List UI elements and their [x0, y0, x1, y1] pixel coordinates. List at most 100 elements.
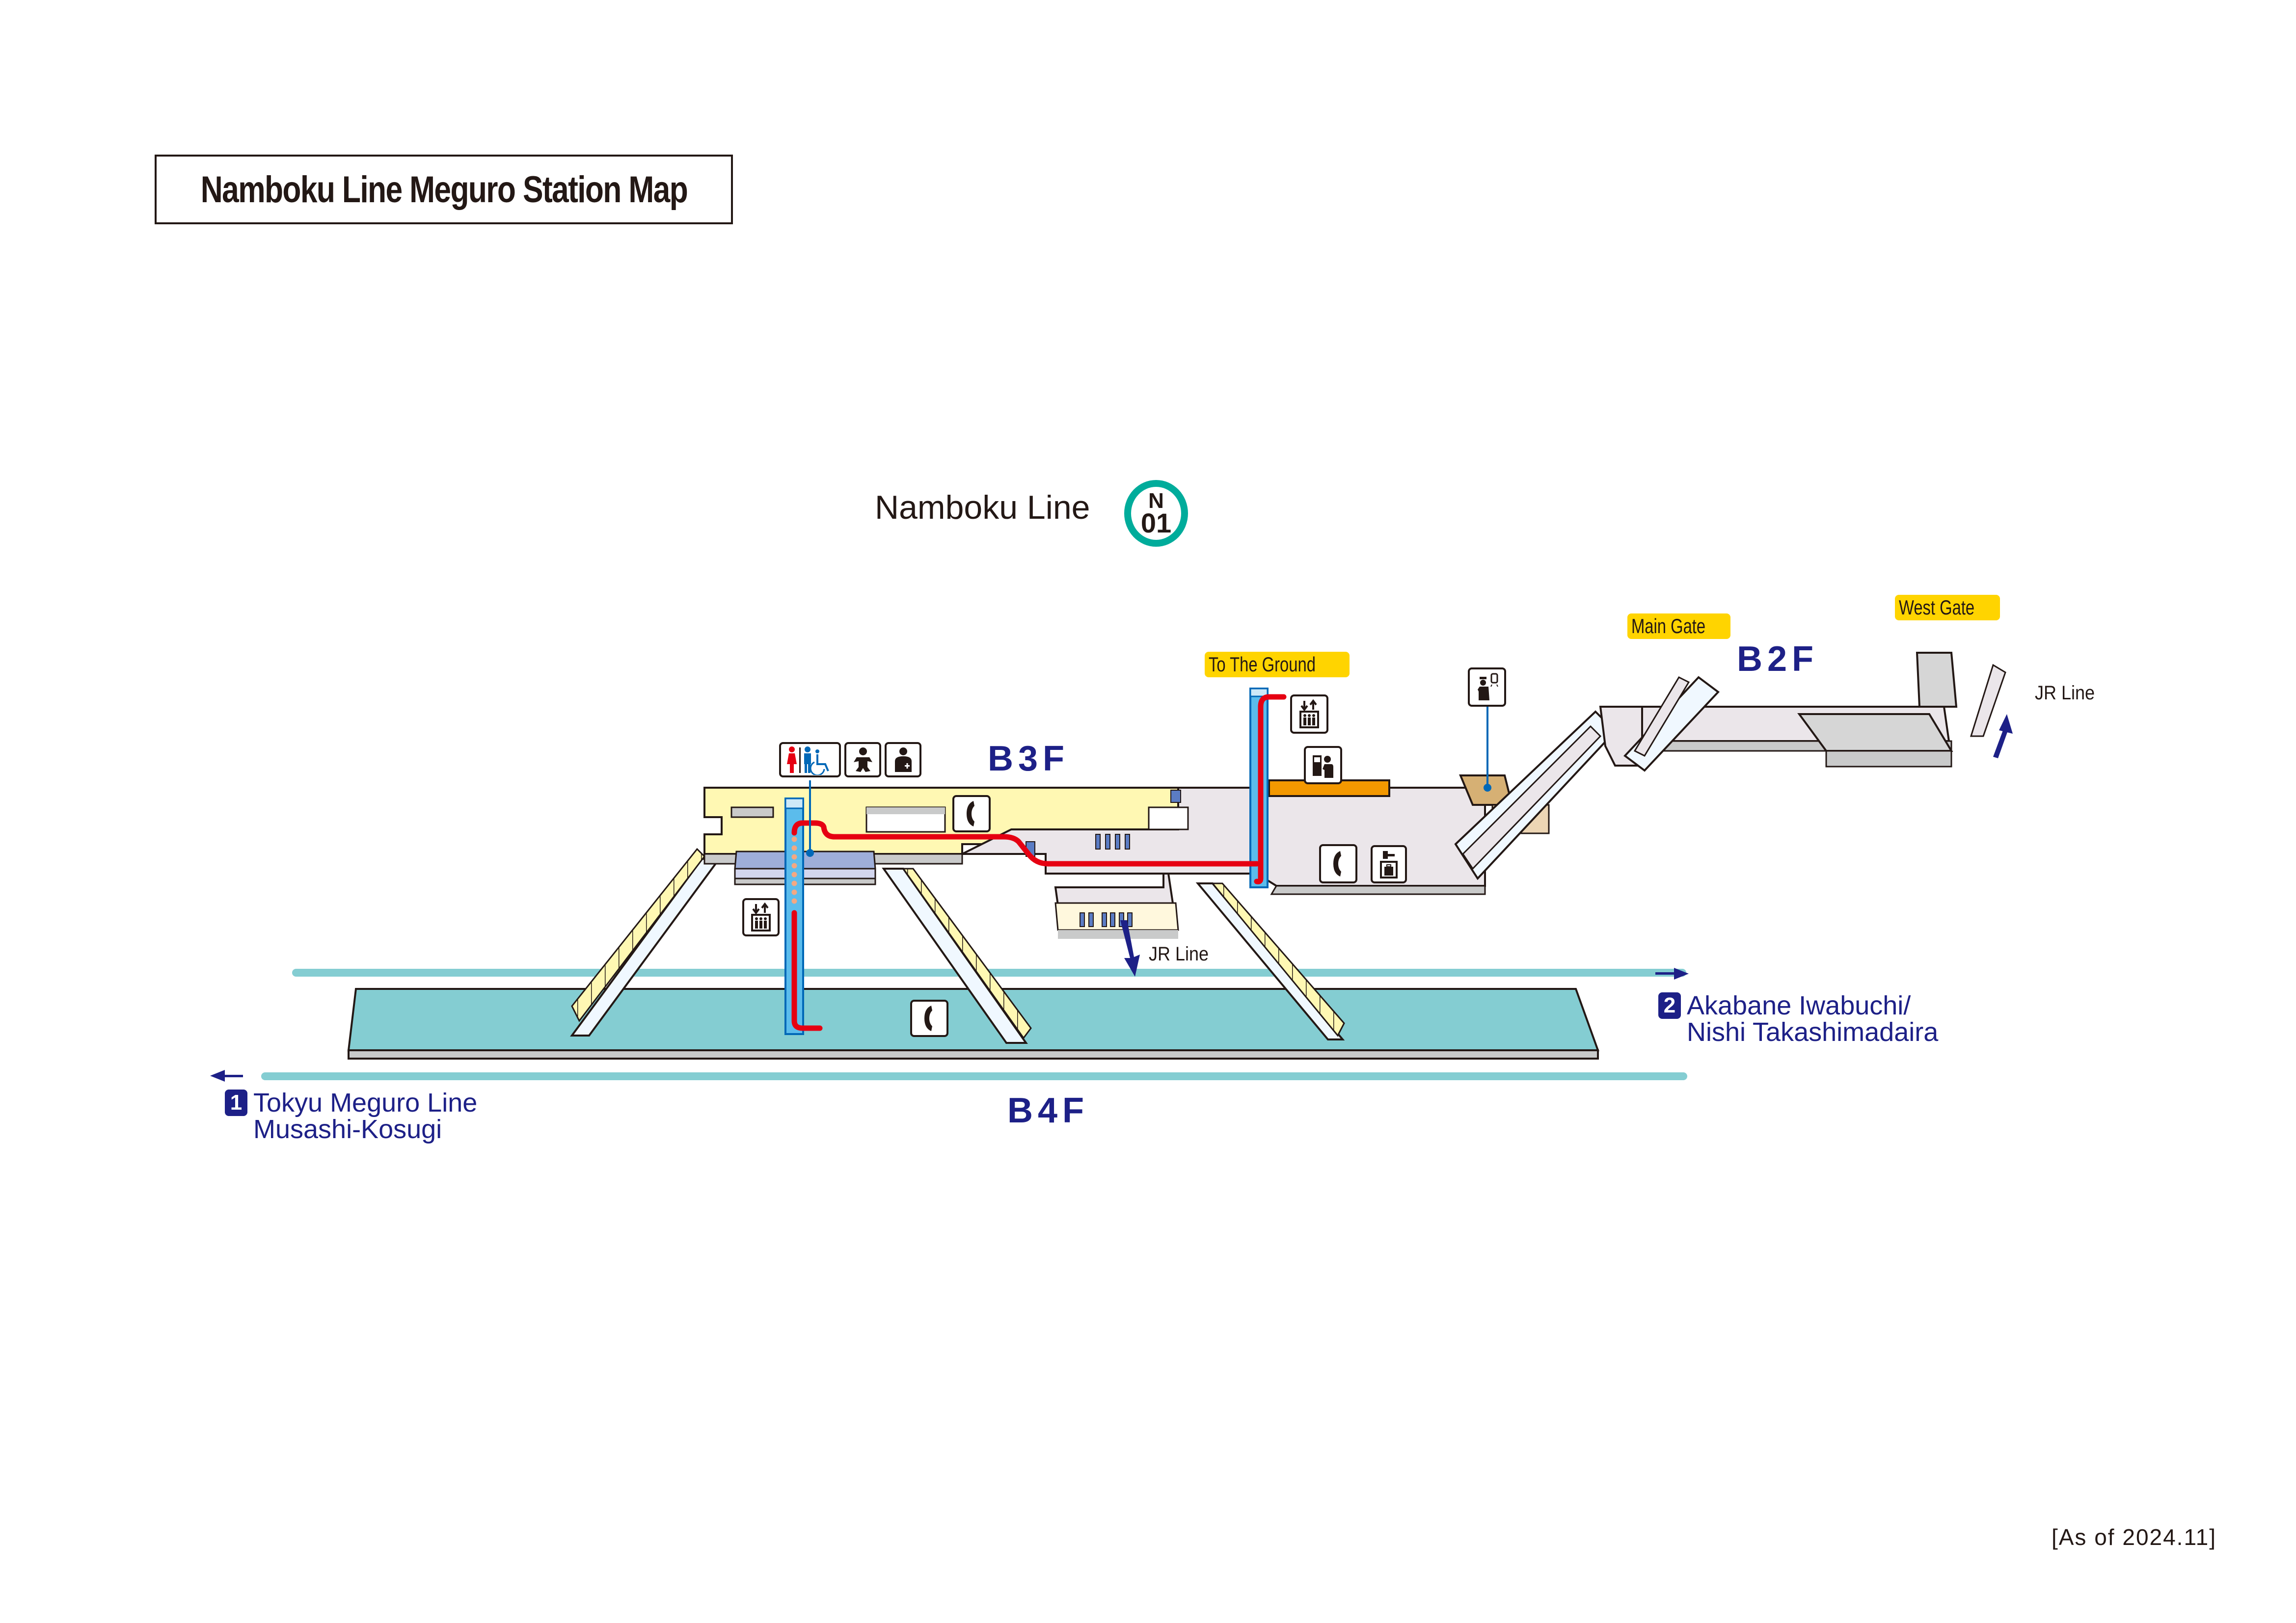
- telephone-icon-b4f: [910, 1000, 948, 1037]
- toilet-icon: [779, 742, 841, 777]
- toilet-leader-dot: [806, 849, 814, 857]
- icon-glyph: [1490, 673, 1498, 684]
- icon-glyph: [764, 917, 767, 920]
- icon-glyph: [751, 902, 771, 931]
- transfer-label-jr-b2f: JR Line: [2035, 682, 2095, 704]
- track-lower: [261, 1072, 1687, 1080]
- stair-jr-line: [1970, 664, 2006, 737]
- ticket-gates-b3f: [1026, 790, 1181, 927]
- icon-glyph: [1299, 699, 1319, 728]
- icon-glyph: [1308, 718, 1311, 725]
- ticket-machine-icon: [1304, 746, 1342, 784]
- icon-glyph: [1314, 757, 1320, 762]
- icon-glyph: [1380, 861, 1398, 878]
- opening-right: [1148, 806, 1189, 830]
- gate-label-to-the-ground-text: To The Ground: [1209, 653, 1316, 676]
- stair-left-steps: [571, 848, 705, 1022]
- icon-glyph: [1490, 684, 1492, 687]
- icon-glyph: [1324, 756, 1331, 763]
- icon-glyph: [799, 747, 801, 773]
- baby-care-icon: [844, 742, 881, 777]
- icon-glyph: [759, 917, 762, 920]
- icon-glyph: [761, 902, 769, 913]
- stair-opening-b3f: [734, 851, 876, 870]
- icon-glyph: [1496, 684, 1498, 687]
- gate-label-main-text: Main Gate: [1631, 614, 1706, 638]
- icon-glyph: [755, 917, 758, 920]
- elevator-shaft-center-top: [1249, 688, 1269, 697]
- icon-glyph: [815, 749, 819, 753]
- jr-passage: [1054, 902, 1179, 931]
- icon-glyph: [755, 921, 758, 929]
- icon-glyph: [804, 753, 811, 764]
- destination-1-line2: Musashi-Kosugi: [253, 1115, 442, 1144]
- icon-glyph: [1380, 851, 1398, 878]
- icon-glyph: [764, 921, 767, 929]
- icon-glyph: [1383, 851, 1388, 859]
- icon-glyph: [1478, 673, 1498, 700]
- icon-glyph: [1388, 854, 1395, 856]
- floor-label-b3f: B3F: [988, 739, 1070, 778]
- icon-glyph: [859, 747, 867, 755]
- elevator-icon-center: [1290, 694, 1328, 734]
- icon-glyph: [1300, 701, 1308, 712]
- destination-2-line2: Nishi Takashimadaira: [1687, 1017, 1939, 1047]
- icon-glyph: [1312, 718, 1315, 725]
- icon-glyph: [816, 754, 829, 772]
- first-aid-icon: [885, 742, 921, 777]
- stair-mid-left-steps: [902, 868, 1032, 1039]
- b2f-block-edge: [1825, 750, 1952, 768]
- stair-main-gate: [1633, 676, 1690, 757]
- opening-left: [730, 806, 774, 818]
- stair-mid-right-steps: [1211, 882, 1345, 1037]
- icon-glyph: [808, 763, 810, 773]
- arrow-right-destination: [1655, 968, 1689, 980]
- line-name: Namboku Line: [875, 489, 1090, 526]
- icon-glyph: [752, 904, 760, 915]
- destination-2-number: 2: [1658, 992, 1681, 1019]
- icon-glyph: [1299, 711, 1319, 728]
- icon-glyph: [1384, 867, 1393, 876]
- concourse-b3f-grey-edge: [1270, 885, 1486, 895]
- elevator-shaft-left-top: [784, 798, 804, 809]
- icon-glyph: [894, 747, 912, 772]
- b2f-block: [1797, 713, 1953, 752]
- stair-west-gate: [1916, 652, 1958, 708]
- icon-glyph: [1333, 851, 1341, 877]
- escalator-b3f-b2f-steps: [1462, 725, 1602, 870]
- icon-glyph: [1333, 851, 1341, 877]
- icon-glyph: [1323, 764, 1333, 778]
- station-office-leader-dot: [1484, 784, 1491, 792]
- icon-glyph: [924, 1006, 932, 1031]
- transfer-label-jr-b3f: JR Line: [1149, 943, 1209, 965]
- icon-glyph: [1480, 680, 1486, 686]
- icon-glyph: [1309, 699, 1317, 710]
- gate-label-west-text: West Gate: [1899, 596, 1975, 619]
- icon-glyph: [906, 763, 908, 769]
- telephone-icon: [952, 795, 991, 832]
- icon-glyph: [805, 763, 807, 773]
- gate-label-west: West Gate: [1895, 595, 2000, 620]
- title-box: Namboku Line Meguro Station Map: [155, 155, 733, 224]
- station-office-icon: [1468, 667, 1506, 707]
- icon-glyph: [789, 746, 795, 752]
- icon-glyph: [1303, 718, 1306, 725]
- elevator-icon-left: [742, 898, 780, 936]
- destination-1-line1: Tokyu Meguro Line: [253, 1088, 478, 1117]
- icon-glyph: [787, 746, 829, 775]
- stair-mid-right-rail: [1195, 882, 1345, 1040]
- line-code-letter: N: [1148, 489, 1164, 513]
- telephone-icon-b3f-right: [1319, 844, 1357, 883]
- arrow-jr-line-b2f: [1993, 714, 2013, 758]
- icon-glyph: [787, 753, 797, 773]
- icon-glyph: [1308, 714, 1311, 717]
- accessible-route: [791, 694, 1287, 1031]
- icon-glyph: [810, 761, 825, 775]
- gate-label-main: Main Gate: [1627, 613, 1730, 639]
- icon-glyph: [967, 801, 974, 826]
- gate-label-to-the-ground: To The Ground: [1205, 652, 1350, 677]
- icon-glyph: [805, 746, 810, 752]
- page-title: Namboku Line Meguro Station Map: [200, 168, 688, 211]
